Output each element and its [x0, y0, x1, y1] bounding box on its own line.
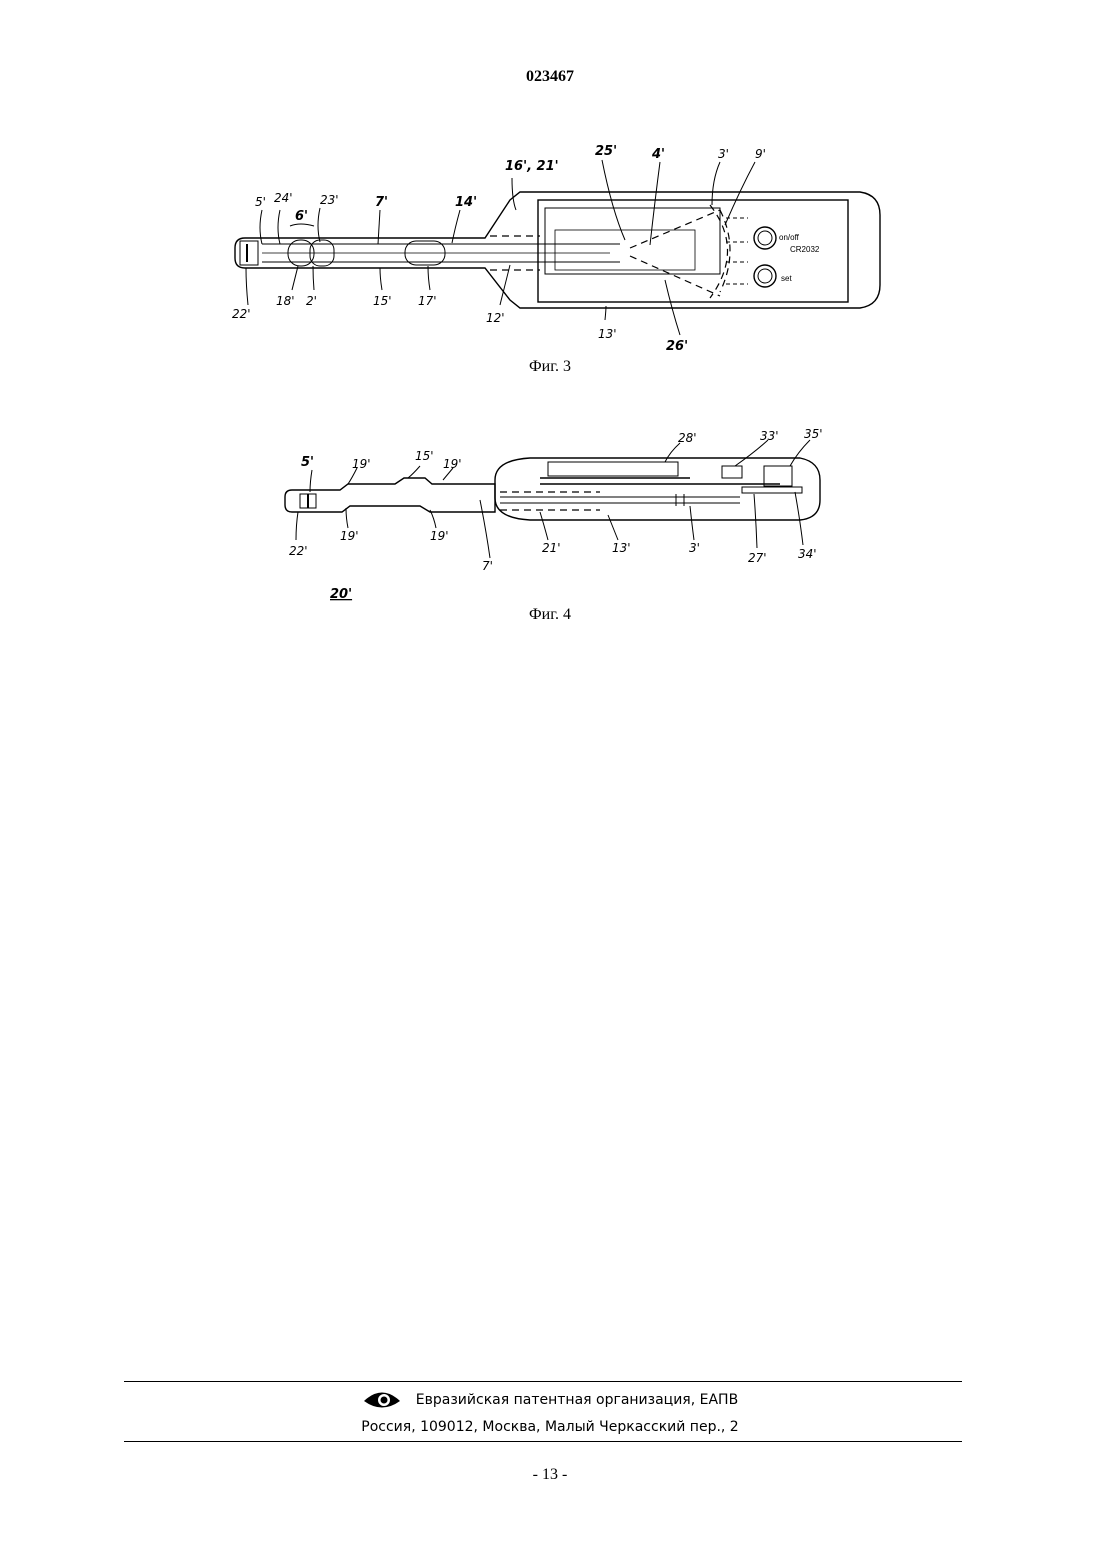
fig4-label-3: 3': [689, 541, 700, 555]
fig3-label-22: 22': [232, 307, 251, 321]
fig3-label-3: 3': [718, 147, 729, 161]
display-panel: [555, 230, 695, 270]
fig4-label-19b: 19': [443, 457, 462, 471]
set-button-shape: [754, 265, 776, 287]
fig3-label-4: 4': [651, 147, 665, 162]
display-inner: [545, 208, 720, 274]
fig4-label-33: 33': [760, 429, 779, 443]
fig4-label-28: 28': [678, 431, 697, 445]
fig4-label-21: 21': [542, 541, 561, 555]
probe-body-side: [495, 458, 820, 520]
fig3-label-5: 5': [255, 195, 266, 209]
fig3-label-24: 24': [274, 191, 293, 205]
on-off-label: on/off: [779, 233, 800, 242]
fig4-label-20: 20': [330, 587, 352, 602]
component-33: [722, 466, 742, 478]
fig4-label-13: 13': [612, 541, 631, 555]
fig3-label-2: 2': [306, 294, 317, 308]
component-27-34: [742, 487, 802, 493]
figure-3: 5' 24' 6' 23' 7' 14' 16', 21' 25' 4' 3' …: [0, 130, 1100, 360]
fig4-label-35: 35': [804, 427, 823, 441]
fig3-label-25: 25': [595, 144, 617, 159]
fig3-label-18: 18': [276, 294, 295, 308]
tip-zone: [240, 241, 258, 265]
fig4-label-22: 22': [289, 544, 308, 558]
fig3-label-14: 14': [455, 195, 477, 210]
figure-4-caption: Фиг. 4: [0, 606, 1100, 624]
figure-4-drawing: 5' 19' 15' 19' 28' 33' 35' 22' 19' 19' 7…: [0, 420, 1100, 615]
fig4-label-19d: 19': [430, 529, 449, 543]
fig4-label-7: 7': [482, 559, 493, 573]
fig3-label-16-21: 16', 21': [505, 159, 559, 174]
footer-top-rule: [124, 1381, 962, 1382]
figure-3-drawing: 5' 24' 6' 23' 7' 14' 16', 21' 25' 4' 3' …: [0, 130, 1100, 360]
page-number: - 13 -: [0, 1466, 1100, 1484]
patent-number: 023467: [0, 68, 1100, 86]
fig3-label-15: 15': [373, 294, 392, 308]
eye-logo-icon: [362, 1388, 402, 1412]
on-off-button-shape: [754, 227, 776, 249]
battery-label: CR2032: [790, 245, 820, 254]
fig3-label-6: 6': [295, 209, 308, 224]
fig3-label-23: 23': [320, 193, 339, 207]
fig4-label-5: 5': [301, 455, 314, 470]
fig4-label-19a: 19': [352, 457, 371, 471]
fig4-label-27: 27': [748, 551, 767, 565]
fig3-label-13: 13': [598, 327, 617, 341]
figure-3-caption: Фиг. 3: [0, 358, 1100, 376]
fig4-label-34: 34': [798, 547, 817, 561]
footer-organization: Евразийская патентная организация, ЕАПВ: [0, 1387, 1100, 1413]
fig3-label-17: 17': [418, 294, 437, 308]
organization-name: Евразийская патентная организация, ЕАПВ: [416, 1392, 738, 1408]
set-label: set: [781, 274, 792, 283]
footer-address: Россия, 109012, Москва, Малый Черкасский…: [0, 1419, 1100, 1435]
probe-outline: [235, 192, 880, 308]
fig4-label-15: 15': [415, 449, 434, 463]
fig3-label-26: 26': [666, 339, 688, 354]
fig3-label-9: 9': [755, 147, 766, 161]
component-35: [764, 466, 792, 486]
footer-bottom-rule: [124, 1441, 962, 1442]
component-28: [548, 462, 678, 476]
fig3-label-12: 12': [486, 311, 505, 325]
figure-4: 5' 19' 15' 19' 28' 33' 35' 22' 19' 19' 7…: [0, 420, 1100, 615]
fig3-label-7: 7': [375, 195, 388, 210]
fig4-label-19c: 19': [340, 529, 359, 543]
